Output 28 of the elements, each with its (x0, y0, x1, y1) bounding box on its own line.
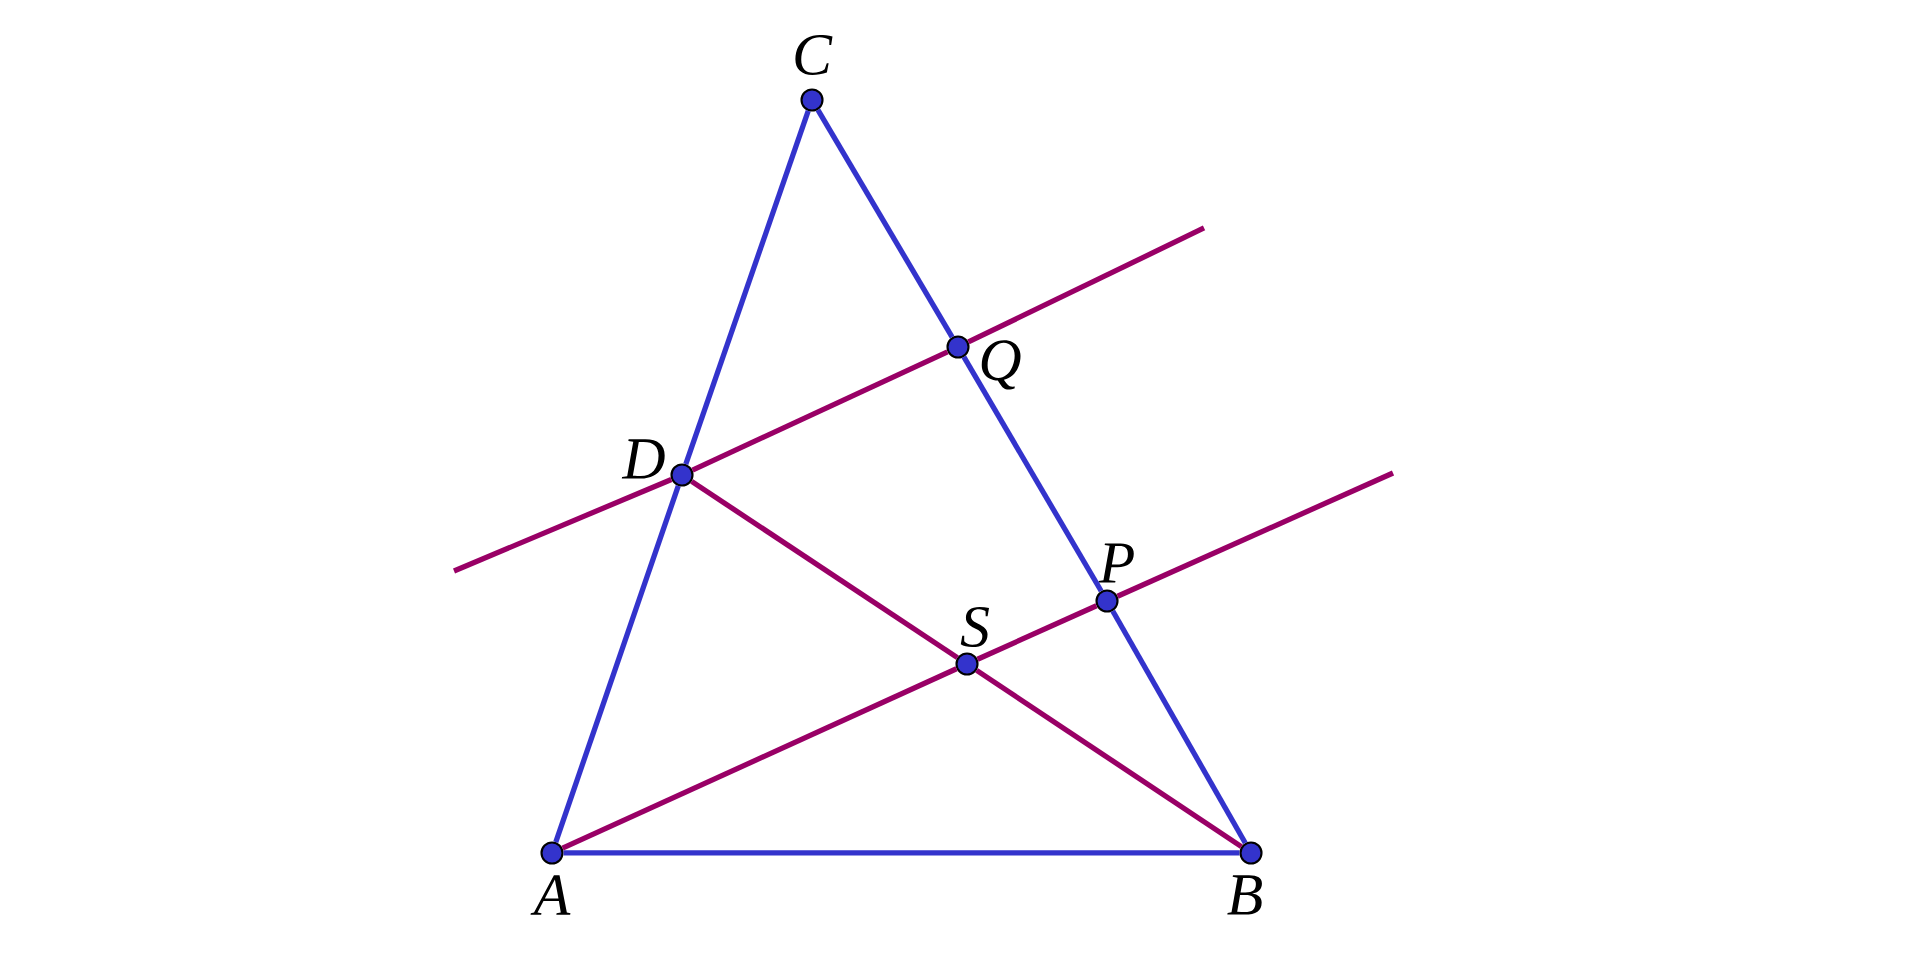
point-label: S (960, 606, 989, 648)
point-dot (946, 335, 970, 359)
point-dot (670, 463, 694, 487)
line (967, 225, 1206, 345)
point-label: C (795, 34, 833, 76)
line (453, 477, 673, 574)
line (975, 668, 1243, 849)
line (553, 485, 681, 843)
point-label: B (1227, 875, 1262, 915)
line (691, 349, 949, 473)
point-label: P (1098, 543, 1134, 583)
point-label: Q (981, 340, 1021, 390)
line (1116, 470, 1395, 599)
point-dot (1239, 841, 1263, 865)
point-dot (540, 841, 564, 865)
line (961, 355, 1104, 593)
line (563, 850, 1240, 856)
line (561, 666, 958, 851)
line (683, 110, 811, 465)
point-label: A (530, 875, 571, 915)
point-dot (1095, 589, 1119, 613)
line (1110, 609, 1248, 845)
point-dot (800, 88, 824, 112)
line (815, 108, 955, 339)
point-dot (955, 652, 979, 676)
line (976, 603, 1098, 662)
line (690, 479, 959, 660)
point-label: D (621, 439, 665, 479)
